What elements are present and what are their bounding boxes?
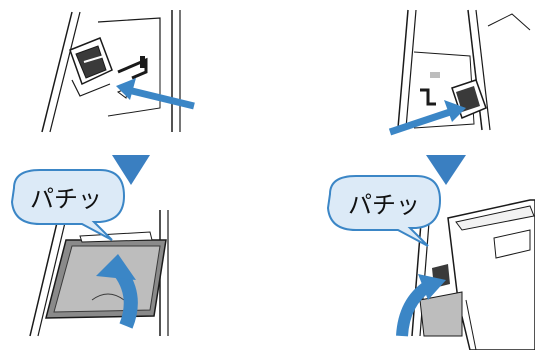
speech-bubble-left: パチッ bbox=[12, 170, 124, 240]
right-step-insert bbox=[390, 10, 530, 132]
cartridge-icon bbox=[70, 38, 112, 96]
insert-arrow-left bbox=[116, 78, 194, 106]
left-step-close: パチッ bbox=[12, 170, 168, 336]
click-sound-label-left: パチッ bbox=[30, 185, 102, 213]
speech-bubble-right: パチッ bbox=[328, 176, 440, 246]
click-sound-label-right: パチッ bbox=[348, 191, 420, 219]
left-step-insert bbox=[42, 10, 194, 132]
right-step-close: パチッ bbox=[328, 176, 535, 350]
